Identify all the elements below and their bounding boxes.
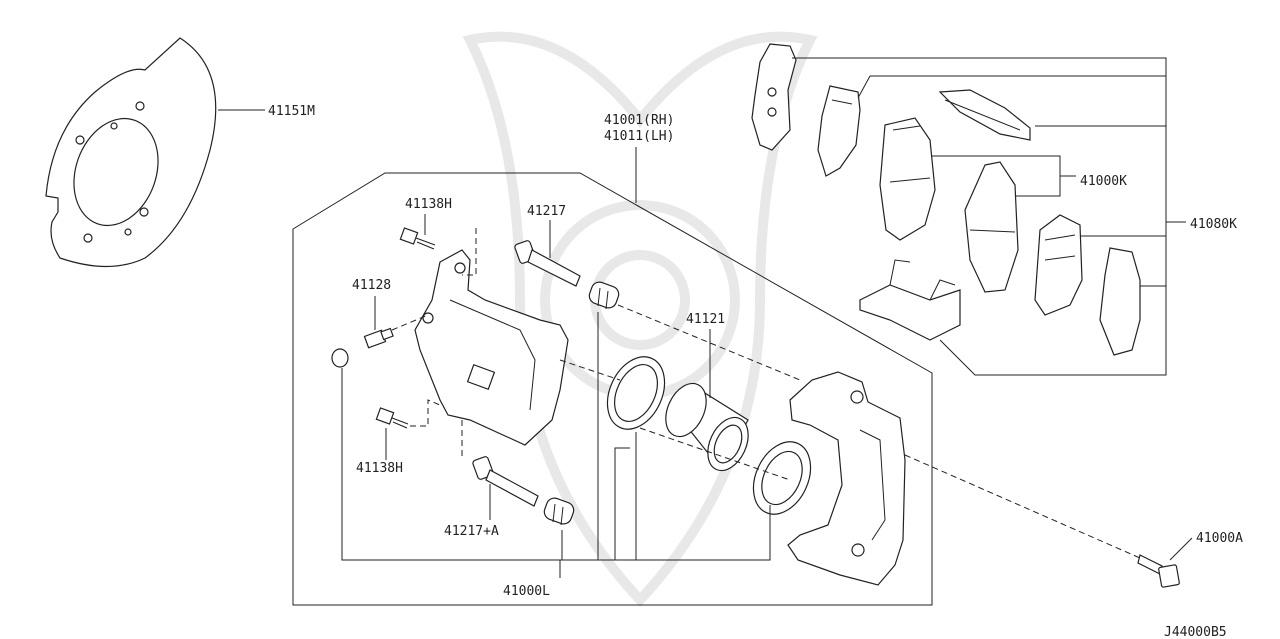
label-caliper-rh[interactable]: 41001(RH): [604, 113, 674, 128]
label-bolt-upper[interactable]: 41138H: [405, 197, 452, 212]
torque-member[interactable]: [787, 371, 906, 586]
dust-boot[interactable]: [742, 433, 821, 524]
label-piston[interactable]: 41121: [686, 312, 725, 327]
shim-clip[interactable]: [1034, 214, 1083, 316]
pad-shim-inner-1[interactable]: [817, 85, 861, 177]
pad-shim-outer[interactable]: [751, 43, 797, 151]
caliper-assembly-frame: [292, 172, 933, 606]
label-bolt-lower[interactable]: 41138H: [356, 461, 403, 476]
dash-boot-upper: [617, 304, 801, 381]
bleeder-cap[interactable]: [331, 348, 349, 368]
bleeder-screw[interactable]: [363, 327, 394, 349]
dash-bolt-lower: [410, 399, 441, 427]
label-mount-bolt[interactable]: 41000A: [1196, 531, 1243, 546]
leader-hardware-kit: [792, 57, 1186, 376]
pin-boot-lower[interactable]: [542, 496, 576, 526]
abutment-clip[interactable]: [859, 259, 961, 341]
label-shield[interactable]: 41151M: [268, 104, 315, 119]
dash-seal: [559, 359, 621, 381]
dash-boot: [639, 427, 791, 481]
diagram-id: J44000B5: [1164, 625, 1227, 639]
leader-seal-kit: [341, 312, 771, 578]
brake-pad-outer[interactable]: [879, 117, 936, 241]
caliper-bolt-upper[interactable]: [399, 227, 436, 250]
label-caliper-lh[interactable]: 41011(LH): [604, 129, 674, 144]
label-pin-upper[interactable]: 41217: [527, 204, 566, 219]
piston[interactable]: [658, 377, 756, 477]
splash-shield[interactable]: [45, 37, 217, 268]
leader-pad-kit: [932, 155, 1076, 197]
label-bleeder[interactable]: 41128: [352, 278, 391, 293]
label-hardware-kit[interactable]: 41080K: [1190, 217, 1237, 232]
pad-retainer-spring[interactable]: [938, 89, 1031, 141]
pad-shim-inner-2[interactable]: [1099, 247, 1141, 356]
brake-pad-inner[interactable]: [964, 161, 1019, 293]
mount-bolt[interactable]: [1137, 554, 1180, 588]
dash-mount-bolt: [904, 454, 1141, 559]
pin-boot-upper[interactable]: [587, 280, 621, 310]
guide-pin-lower[interactable]: [472, 456, 539, 507]
dash-pin-upper: [462, 228, 477, 276]
label-seal-kit[interactable]: 41000L: [503, 584, 550, 599]
leader-mount-bolt: [1169, 537, 1193, 561]
caliper-bolt-lower[interactable]: [375, 407, 409, 429]
label-pin-lower[interactable]: 41217+A: [444, 524, 499, 539]
piston-seal[interactable]: [596, 348, 675, 439]
caliper-body[interactable]: [414, 249, 569, 446]
label-pad-kit[interactable]: 41000K: [1080, 174, 1127, 189]
guide-pin-upper[interactable]: [514, 240, 581, 287]
dash-bleeder: [391, 314, 429, 331]
